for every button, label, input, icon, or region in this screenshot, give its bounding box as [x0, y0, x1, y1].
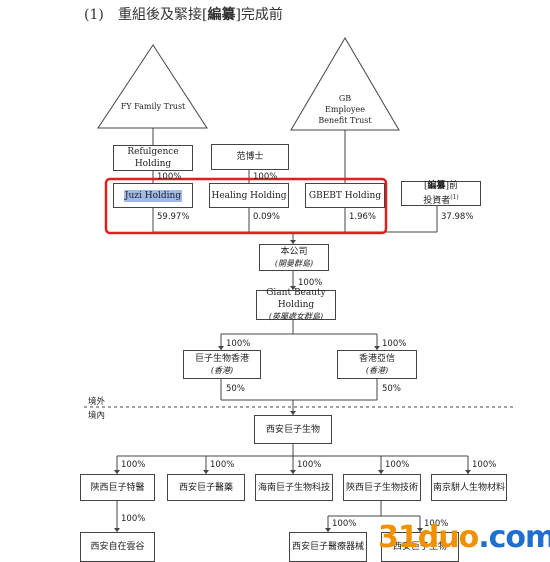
pre-ipo-investors-box: [編纂]前 投資者(1)	[401, 181, 481, 206]
xian-juzi-yiyao-box: 西安巨子醫藥	[167, 474, 245, 501]
section-heading: (1) 重組後及緊接[編纂]完成前	[84, 4, 283, 24]
c3-pct: 100%	[297, 460, 322, 470]
hk-yaxin-label: 香港亞信	[358, 353, 395, 364]
g1-label: 西安自在雲谷	[90, 542, 145, 552]
hk-juzi-label: 巨子生物香港	[194, 353, 249, 364]
company-jurisdiction: (開曼群島)	[274, 258, 314, 268]
heading-number: (1)	[84, 7, 104, 23]
refulgence-pct: 100%	[157, 172, 182, 182]
healing-pct: 0.09%	[253, 212, 281, 222]
gb-trust-line-1: GB	[338, 94, 352, 103]
c1-label: 陝西巨子特醫	[90, 482, 145, 493]
c3-label: 海南巨子生物科技	[257, 482, 330, 493]
hainan-juzi-box: 海南巨子生物科技	[255, 474, 333, 501]
refulgence-line-1: Refulgence	[127, 147, 179, 157]
investors-line-2: 投資者(1)	[423, 192, 459, 207]
c5-label: 南京駢人生物材料	[432, 482, 505, 493]
xian-juzi-bio-box: 西安巨子生物	[381, 532, 459, 562]
hk-juzi-jurisdiction: (香港)	[210, 365, 234, 375]
heading-text-pre: 重組後及緊接[	[118, 7, 208, 23]
xian-juzi-label: 西安巨子生物	[265, 424, 320, 435]
gbebt-pct: 1.96%	[349, 212, 377, 222]
company-label: 本公司	[280, 246, 308, 257]
hk-yaxin-pct-top: 100%	[382, 339, 407, 349]
gb-trust-label: GB Employee Benefit Trust	[305, 93, 385, 126]
fy-trust-triangle	[97, 44, 208, 129]
g1-pct: 100%	[121, 514, 146, 524]
highlight-rectangle	[104, 177, 388, 235]
gb-trust-line-2: Employee	[325, 105, 365, 114]
heading-text-post: ]完成前	[235, 7, 283, 23]
nanjing-pianren-box: 南京駢人生物材料	[431, 474, 507, 501]
hk-juzi-pct-top: 100%	[226, 339, 251, 349]
investors-pct: 37.98%	[441, 212, 474, 222]
healing-holding-box: Healing Holding	[209, 183, 289, 208]
company-giant-pct: 100%	[298, 278, 323, 288]
juzi-pct: 59.97%	[157, 212, 190, 222]
juzi-holding-box: Juzi Holding	[113, 183, 193, 208]
hk-yaxin-pct-bottom: 50%	[382, 384, 401, 394]
heading-text-bold: 編纂	[207, 7, 236, 23]
dr-fan-label: 范博士	[236, 152, 264, 162]
investors-redacted: 編纂	[427, 181, 446, 191]
g3-pct: 100%	[424, 519, 449, 529]
hk-yaxin-box: 香港亞信 (香港)	[337, 350, 417, 379]
healing-holding-label: Healing Holding	[211, 190, 287, 201]
dr-fan-box: 范博士	[211, 144, 289, 170]
g2-pct: 100%	[332, 519, 357, 529]
c4-label: 陝西巨子生物技術	[345, 482, 418, 493]
refulgence-line-2: Holding	[134, 159, 172, 169]
fy-family-trust-label: FY Family Trust	[120, 102, 186, 111]
investors-suffix: ]前	[445, 181, 459, 191]
c5-pct: 100%	[472, 460, 497, 470]
investors-bracket-open: [	[423, 181, 428, 191]
watermark-part-1: 31duo	[378, 520, 479, 555]
c1-pct: 100%	[121, 460, 146, 470]
c2-pct: 100%	[210, 460, 235, 470]
hk-yaxin-jurisdiction: (香港)	[365, 365, 389, 375]
gbebt-holding-label: GBEBT Holding	[308, 190, 382, 201]
onshore-label: 境內	[88, 411, 106, 421]
gbebt-holding-box: GBEBT Holding	[305, 183, 385, 208]
fan-pct: 100%	[253, 172, 278, 182]
c2-label: 西安巨子醫藥	[178, 482, 233, 493]
giant-beauty-box: Giant Beauty Holding (英屬處女群島)	[256, 288, 336, 321]
hk-juzi-pct-bottom: 50%	[226, 384, 245, 394]
c4-pct: 100%	[385, 460, 410, 470]
shaanxi-juzi-teyi-box: 陝西巨子特醫	[80, 474, 155, 501]
shaanxi-juzi-tech-box: 陝西巨子生物技術	[343, 474, 421, 501]
hk-juzi-box: 巨子生物香港 (香港)	[183, 350, 261, 379]
site-watermark: 31duo.com	[378, 520, 550, 555]
watermark-part-2: .com	[478, 520, 550, 555]
juzi-holding-label: Juzi Holding	[123, 189, 183, 202]
gb-trust-line-3: Benefit Trust	[318, 116, 372, 125]
refulgence-holding-box: Refulgence Holding	[113, 145, 193, 171]
g2-label: 西安巨子醫療器械	[291, 542, 364, 552]
company-box: 本公司 (開曼群島)	[259, 244, 329, 271]
giant-label: Giant Beauty Holding	[266, 288, 326, 310]
g3-label: 西安巨子生物	[392, 542, 447, 552]
investors-footnote: (1)	[450, 194, 459, 201]
investors-line-1: [編纂]前	[424, 180, 458, 192]
investors-label: 投資者	[423, 196, 451, 206]
giant-jurisdiction: (英屬處女群島)	[268, 312, 324, 321]
offshore-label: 境外	[88, 397, 106, 407]
xian-juzi-box: 西安巨子生物	[254, 415, 332, 444]
